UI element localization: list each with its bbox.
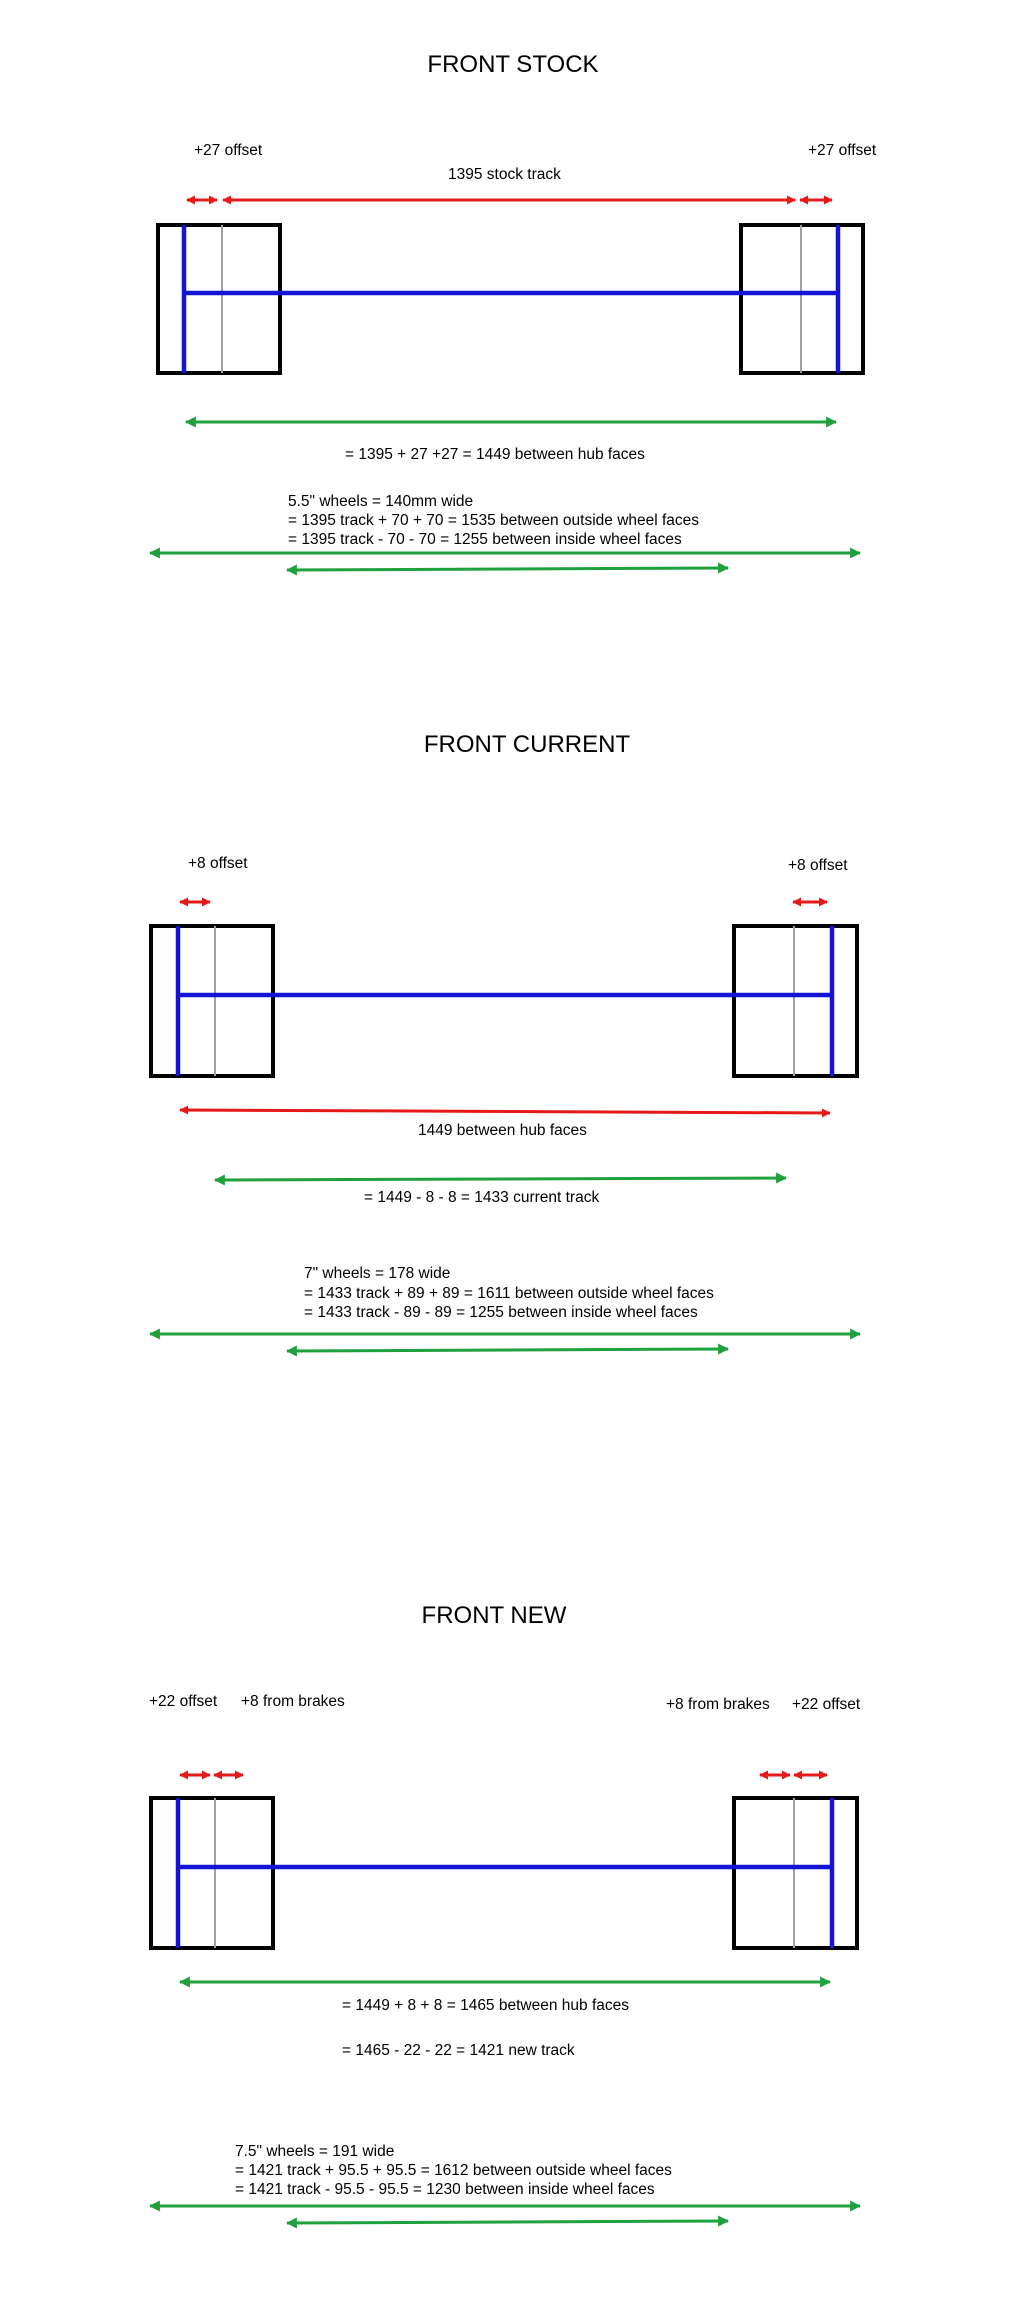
offset-label-left: +27 offset <box>194 142 263 159</box>
wheel-note-1: 5.5" wheels = 140mm wide <box>288 493 473 510</box>
offset-label-left: +22 offset <box>149 1693 218 1710</box>
hub-face-label: = 1395 + 27 +27 = 1449 between hub faces <box>345 446 645 463</box>
brake-label-right: +8 from brakes <box>666 1696 770 1713</box>
wheel-right <box>732 924 859 1078</box>
inside-wheel-faces-arrow <box>285 1343 730 1357</box>
section-front-current: FRONT CURRENT +8 offset +8 offset 1449 b… <box>148 731 862 1357</box>
hub-face-label: 1449 between hub faces <box>418 1122 587 1139</box>
wheel-right <box>732 1796 859 1950</box>
track-label: = 1465 - 22 - 22 = 1421 new track <box>342 2042 575 2059</box>
hub-face-label: = 1449 + 8 + 8 = 1465 between hub faces <box>342 1997 629 2014</box>
track-arrow <box>213 1172 788 1186</box>
wheel-left <box>156 223 282 375</box>
offset-label-right: +27 offset <box>808 142 877 159</box>
wheel-note-2: = 1433 track + 89 + 89 = 1611 between ou… <box>304 1285 714 1302</box>
wheel-left <box>149 1796 275 1950</box>
hub-face-arrow <box>179 1105 831 1118</box>
section-title: FRONT NEW <box>422 1602 567 1629</box>
section-front-new: FRONT NEW +22 offset +8 from brakes +8 f… <box>148 1602 862 2229</box>
offset-label-left: +8 offset <box>188 855 248 872</box>
wheel-note-3: = 1421 track - 95.5 - 95.5 = 1230 betwee… <box>235 2181 655 2198</box>
brake-label-left: +8 from brakes <box>241 1693 345 1710</box>
section-title: FRONT STOCK <box>427 51 598 78</box>
offset-label-right: +22 offset <box>792 1696 861 1713</box>
section-front-stock: FRONT STOCK +27 offset +27 offset 1395 s… <box>148 51 877 576</box>
wheel-note-2: = 1395 track + 70 + 70 = 1535 between ou… <box>288 512 699 529</box>
track-label: 1395 stock track <box>448 166 561 183</box>
track-label: = 1449 - 8 - 8 = 1433 current track <box>364 1189 599 1206</box>
wheel-note-2: = 1421 track + 95.5 + 95.5 = 1612 betwee… <box>235 2162 672 2179</box>
section-title: FRONT CURRENT <box>424 731 631 758</box>
wheel-note-1: 7.5" wheels = 191 wide <box>235 2143 394 2160</box>
wheel-left <box>149 924 275 1078</box>
wheel-note-3: = 1395 track - 70 - 70 = 1255 between in… <box>288 531 682 548</box>
wheel-note-3: = 1433 track - 89 - 89 = 1255 between in… <box>304 1304 698 1321</box>
wheel-note-1: 7" wheels = 178 wide <box>304 1265 450 1282</box>
inside-wheel-faces-arrow <box>285 2215 730 2229</box>
inside-wheel-faces-arrow <box>285 562 730 576</box>
offset-label-right: +8 offset <box>788 857 848 874</box>
